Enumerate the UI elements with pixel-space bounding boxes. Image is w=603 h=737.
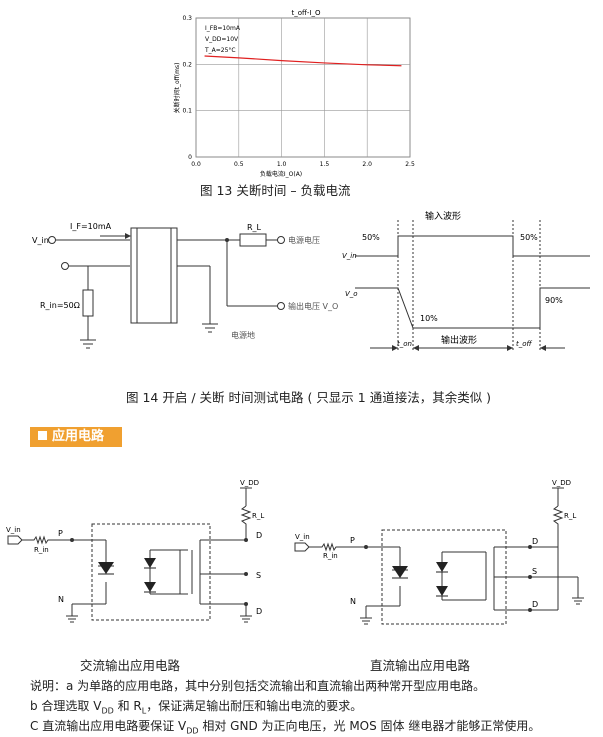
dc-caption: 直流输出应用电路 <box>370 658 471 673</box>
chart-ylabel: 关断时间t_off(ms) <box>173 63 181 114</box>
ac-p: P <box>58 529 63 538</box>
note-c: C 直流输出应用电路要保证 VDD 相对 GND 为正向电压，光 MOS 固体 … <box>30 719 541 736</box>
ac-rl: R_L <box>252 512 264 520</box>
dc-s: S <box>532 567 537 576</box>
section-square-icon <box>38 431 47 440</box>
pct50-left: 50% <box>362 233 380 242</box>
x-tick-label: 2.5 <box>405 161 415 168</box>
y-tick-label: 0.2 <box>182 61 192 68</box>
chart-grid <box>195 17 411 158</box>
fig14-vin: V_in <box>32 236 49 245</box>
x-tick-label: 1.5 <box>320 161 330 168</box>
dc-p: P <box>350 536 355 545</box>
fig14-rin: R_in=50Ω <box>40 301 80 310</box>
ac-s: S <box>256 571 261 580</box>
dc-vdd: V_DD <box>552 479 571 487</box>
dc-rl: R_L <box>564 512 576 520</box>
y-tick-label: 0.3 <box>182 15 192 22</box>
chart-xlabel: 负载电流I_O(A) <box>260 170 302 178</box>
ac-vin: V_in <box>6 526 21 534</box>
x-tick-label: 0.5 <box>234 161 244 168</box>
fig14-caption: 图 14 开启 / 关断 时间测试电路 ( 只显示 1 通道接法，其余类似 ) <box>126 390 492 405</box>
note-b: b 合理选取 VDD 和 RL，保证满足输出耐压和输出电流的要求。 <box>30 699 363 716</box>
input-wave-label: 输入波形 <box>425 210 461 222</box>
ac-n: N <box>58 595 64 604</box>
chart-series <box>204 55 402 67</box>
ac-caption: 交流输出应用电路 <box>80 658 181 673</box>
fig14-test-circuit: V_in I_F=10mA R_in=50Ω R_L 电源电压 输出电压 V_O… <box>32 210 590 351</box>
chart-ticks: 0.0 0.5 1.0 1.5 2.0 2.5 0 0.1 0.2 0.3 <box>182 15 414 168</box>
dc-d-bottom: D <box>532 600 538 609</box>
dc-d-top: D <box>532 537 538 546</box>
pct90: 90% <box>545 296 563 305</box>
x-tick-label: 2.0 <box>362 161 372 168</box>
application-circuits: V_in R_in P N V_DD R_L D S D V_in <box>6 479 584 625</box>
section-title-bar: 应用电路 <box>30 427 122 447</box>
ac-vdd: V_DD <box>240 479 259 487</box>
fig14-supply-v: 电源电压 <box>288 235 320 245</box>
timing-toff: t_off <box>516 340 533 348</box>
fig14-supply-gnd: 电源地 <box>231 330 255 340</box>
fig13-caption: 图 13 关断时间 – 负载电流 <box>200 183 351 198</box>
fig14-if: I_F=10mA <box>70 222 112 231</box>
fig14-output-v: 输出电压 V_O <box>288 301 338 311</box>
cond-vdd: V_DD=10V <box>205 36 239 43</box>
timing-vin: V_in <box>342 252 357 260</box>
ac-rin: R_in <box>34 546 49 554</box>
note-a: 说明：a 为单路的应用电路，其中分别包括交流输出和直流输出两种常开型应用电路。 <box>30 679 486 693</box>
section-title: 应用电路 <box>52 429 105 444</box>
toff-chart: t_off-I_O 关断时间t_off(ms) 负载电流I_O(A) I_FB=… <box>173 9 415 178</box>
cond-if: I_FB=10mA <box>205 25 241 32</box>
dc-n: N <box>350 597 356 606</box>
x-tick-label: 1.0 <box>277 161 287 168</box>
dc-vin: V_in <box>295 533 310 541</box>
pct50-right: 50% <box>520 233 538 242</box>
timing-vo: V_o <box>345 290 358 298</box>
timing-ton: t_on <box>397 340 412 348</box>
pct10: 10% <box>420 314 438 323</box>
chart-title: t_off-I_O <box>292 9 321 17</box>
fig14-rl: R_L <box>247 223 262 232</box>
dc-rin: R_in <box>323 552 338 560</box>
output-wave-label: 输出波形 <box>441 334 477 346</box>
ac-d-top: D <box>256 531 262 540</box>
x-tick-label: 0.0 <box>191 161 201 168</box>
series-line <box>204 55 402 67</box>
ac-d-bottom: D <box>256 607 262 616</box>
y-tick-label: 0.1 <box>182 108 192 115</box>
cond-ta: T_A=25°C <box>204 47 236 54</box>
y-tick-label: 0 <box>188 154 192 161</box>
